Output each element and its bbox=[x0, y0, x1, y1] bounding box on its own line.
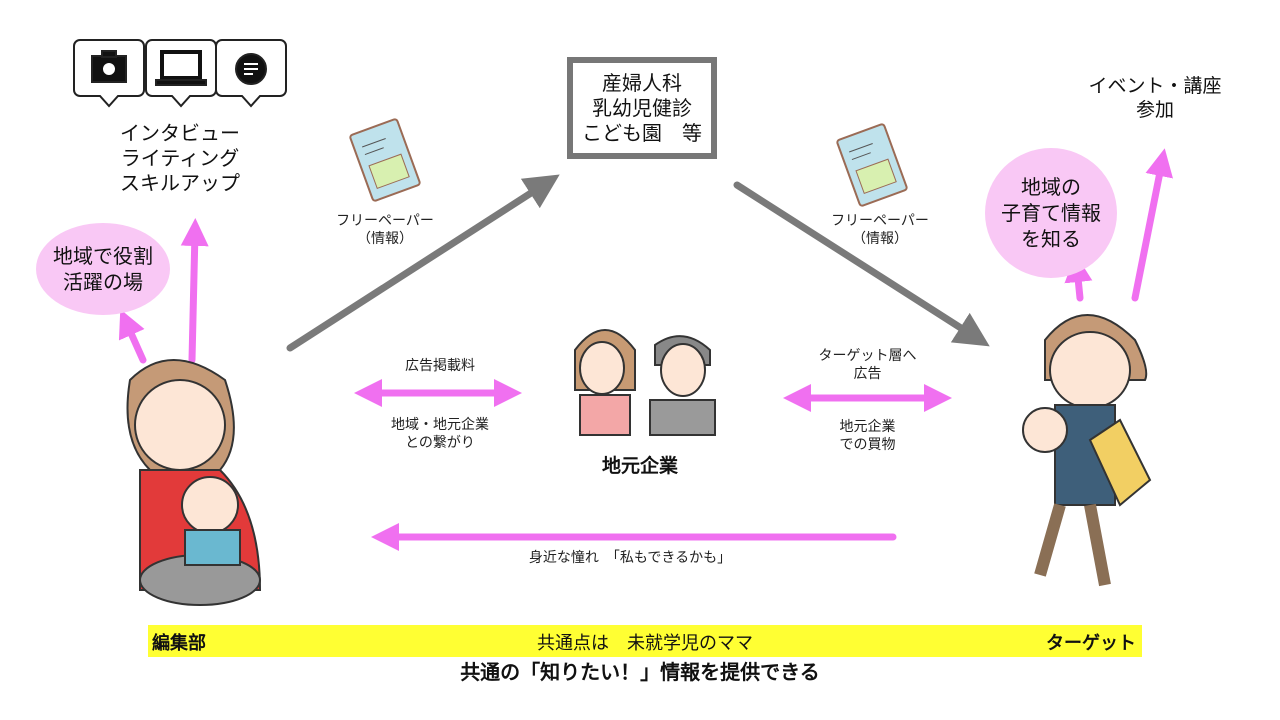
bubble-line: を知る bbox=[1021, 227, 1081, 251]
gray-arrow-to-institutions bbox=[286, 174, 560, 352]
gray-arrow-to-target bbox=[733, 181, 990, 347]
common-point-bar: 編集部 共通点は 未就学児のママ ターゲット bbox=[148, 625, 1142, 657]
pink-arrows bbox=[118, 148, 1174, 551]
skill-interview: インタビュー bbox=[120, 121, 240, 145]
event-text: イベント・講座参加 bbox=[1075, 75, 1235, 123]
label-line: フリーペーパー bbox=[831, 213, 929, 229]
event-line: 参加 bbox=[1135, 98, 1174, 121]
target-label: ターゲット bbox=[1046, 633, 1136, 654]
editorial-label: 編集部 bbox=[152, 633, 206, 654]
label-line: 地元企業 bbox=[839, 419, 896, 435]
institutions-box: 産婦人科 乳幼児健診 こども園 等 bbox=[567, 57, 717, 159]
bubble-line: 活躍の場 bbox=[63, 270, 143, 294]
institution-checkup: 乳幼児健診 bbox=[592, 95, 692, 120]
local-business-illustration bbox=[574, 329, 716, 436]
label-line: （情報） bbox=[357, 230, 413, 247]
connection-label: 地域・地元企業との繋がり bbox=[360, 417, 520, 452]
camera-icon bbox=[73, 39, 145, 108]
freepaper-left-icon bbox=[349, 118, 421, 202]
freepaper-right-icon bbox=[836, 123, 908, 207]
skills-text: インタビュー ライティング スキルアップ bbox=[110, 121, 250, 196]
editorial-bubble: 地域で役割活躍の場 bbox=[36, 223, 170, 315]
chat-icon bbox=[215, 39, 287, 108]
shopping-label: 地元企業での買物 bbox=[785, 419, 950, 454]
label-line: との繋がり bbox=[405, 434, 475, 451]
target-ad-label: ターゲット層へ広告 bbox=[785, 348, 950, 383]
label-line: フリーペーパー bbox=[336, 213, 434, 229]
label-line: での買物 bbox=[839, 436, 896, 453]
target-mom-illustration bbox=[1022, 314, 1152, 587]
institution-nursery: こども園 等 bbox=[582, 120, 702, 145]
common-point-text: 共通点は 未就学児のママ bbox=[537, 633, 753, 654]
bubble-line: 地域で役割 bbox=[53, 244, 153, 268]
ad-fee-label: 広告掲載料 bbox=[405, 358, 475, 374]
bubble-line: 地域の bbox=[1021, 175, 1081, 199]
skill-up: スキルアップ bbox=[120, 171, 240, 195]
freepaper-right-label: フリーペーパー（情報） bbox=[820, 213, 940, 248]
event-line: イベント・講座 bbox=[1088, 75, 1222, 97]
label-line: （情報） bbox=[852, 230, 908, 247]
company-label: 地元企業 bbox=[601, 455, 678, 477]
label-line: 地域・地元企業 bbox=[391, 417, 489, 433]
laptop-icon bbox=[145, 39, 217, 108]
editorial-mom-illustration bbox=[126, 359, 262, 606]
bubble-line: 子育て情報 bbox=[1001, 201, 1101, 225]
target-bubble: 地域の子育て情報を知る bbox=[985, 148, 1117, 278]
label-line: 広告 bbox=[853, 365, 882, 382]
aspiration-label: 身近な憧れ 「私もできるかも」 bbox=[528, 550, 732, 566]
footer-text: 共通の「知りたい！」情報を提供できる bbox=[460, 660, 820, 684]
freepaper-left-label: フリーペーパー（情報） bbox=[325, 213, 445, 248]
institution-obgyn: 産婦人科 bbox=[602, 70, 682, 95]
label-line: ターゲット層へ bbox=[818, 348, 917, 364]
skill-writing: ライティング bbox=[120, 146, 240, 170]
